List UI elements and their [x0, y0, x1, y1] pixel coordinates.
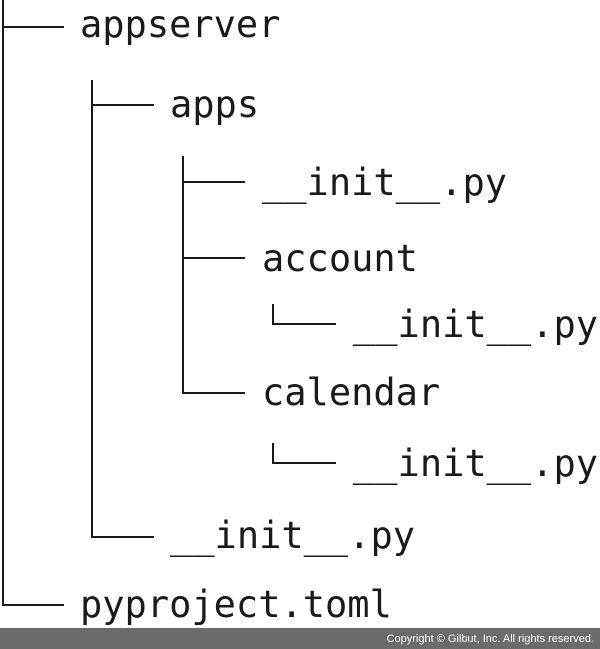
connector-apps-account [182, 257, 245, 259]
copyright-footer: Copyright © Gilbut, Inc. All rights rese… [0, 628, 600, 649]
node-appserver-init-py: __init__.py [170, 514, 416, 557]
connector-account-vertical [272, 304, 274, 325]
node-apps: apps [170, 83, 260, 126]
node-account-init-py: __init__.py [353, 303, 599, 346]
connector-root-vertical [2, 0, 4, 606]
connector-apps-calendar [182, 392, 245, 394]
connector-apps-vertical [182, 156, 184, 394]
connector-root-appserver [2, 26, 64, 28]
connector-appserver-apps [91, 104, 154, 106]
connector-account-init [272, 323, 336, 325]
connector-appserver-init [91, 536, 154, 538]
directory-tree-diagram: appserver apps __init__.py account __ini… [2, 0, 599, 626]
copyright-text: Copyright © Gilbut, Inc. All rights rese… [386, 632, 594, 645]
node-apps-init-py: __init__.py [262, 161, 508, 204]
connector-appserver-vertical [91, 80, 93, 538]
connector-calendar-init [272, 462, 336, 464]
connector-root-pyproject [2, 604, 64, 606]
connector-apps-init [182, 181, 245, 183]
node-calendar-init-py: __init__.py [353, 442, 599, 485]
node-account: account [262, 237, 418, 280]
node-calendar: calendar [262, 371, 441, 414]
node-pyproject-toml: pyproject.toml [80, 583, 392, 626]
connector-calendar-vertical [272, 443, 274, 464]
node-appserver: appserver [80, 3, 281, 46]
